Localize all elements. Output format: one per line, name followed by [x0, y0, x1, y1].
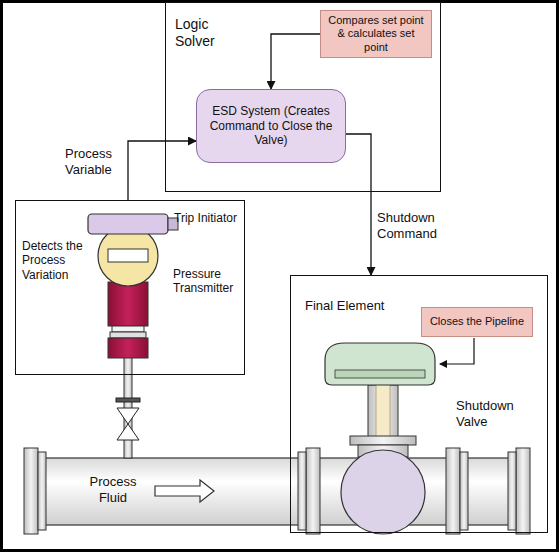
- pipeline: [306, 448, 320, 534]
- pressure-transmitter: [88, 214, 178, 358]
- signal-connector: [271, 34, 320, 89]
- flow-label: Process Fluid: [80, 474, 146, 505]
- impulse-line: [116, 398, 140, 402]
- impulse-line: [116, 356, 140, 458]
- group-title: Logic Solver: [175, 16, 237, 50]
- edge-label: Process Variable: [64, 146, 124, 177]
- pipeline: [24, 448, 530, 534]
- pipeline: [298, 452, 306, 530]
- leader-arrow: [440, 338, 474, 364]
- pressure-transmitter: [110, 332, 146, 338]
- esd-system-box: ESD System (Creates Command to Close the…: [196, 89, 346, 163]
- flow-arrow: [155, 480, 214, 502]
- shutdown-valve: [325, 343, 435, 385]
- shutdown-valve: [341, 450, 425, 534]
- pressure-transmitter: [108, 282, 148, 326]
- part-label: Trip Initiator: [174, 211, 240, 225]
- pipeline: [460, 452, 468, 530]
- logic-solver-box: Logic Solver Compares set point & calcula…: [165, 2, 441, 192]
- impulse-line: [117, 408, 139, 424]
- signal-connector: [346, 134, 371, 275]
- pressure-transmitter: [88, 214, 168, 234]
- group-title: Final Element: [305, 298, 395, 314]
- pipeline: [508, 452, 516, 530]
- pressure-transmitter: [108, 249, 148, 262]
- shutdown-valve: [350, 436, 416, 445]
- pressure-transmitter: [108, 338, 148, 358]
- final-element-box: Final ElementShutdown Valve Closes the Pi…: [290, 275, 548, 533]
- pressure-transmitter: [112, 326, 144, 332]
- function-note: Detects the Process Variation: [22, 239, 92, 282]
- impulse-line: [124, 356, 132, 458]
- pipeline: [446, 448, 460, 534]
- pipeline: [516, 448, 530, 534]
- pipeline: [38, 452, 46, 530]
- leader-arrow: [440, 338, 474, 364]
- box-text: Closes the Pipeline: [430, 315, 524, 328]
- edge-label: Shutdown Command: [376, 210, 450, 241]
- note-box: Compares set point & calculates set poin…: [320, 10, 432, 58]
- note-box: Closes the Pipeline: [421, 307, 533, 337]
- shutdown-valve: [335, 370, 425, 378]
- part-label: Pressure Transmitter: [173, 267, 241, 296]
- box-text: ESD System (Creates Command to Close the…: [205, 104, 337, 147]
- pressure-transmitter: [98, 226, 158, 286]
- shutdown-valve: [325, 343, 435, 534]
- pipeline: [24, 448, 38, 534]
- trip-initiator-box: Trip InitiatorDetects the Process Variat…: [15, 200, 245, 375]
- flow-arrow: [155, 480, 214, 502]
- impulse-line: [117, 424, 139, 440]
- part-label: Shutdown Valve: [456, 398, 536, 429]
- box-text: Compares set point & calculates set poin…: [326, 14, 426, 54]
